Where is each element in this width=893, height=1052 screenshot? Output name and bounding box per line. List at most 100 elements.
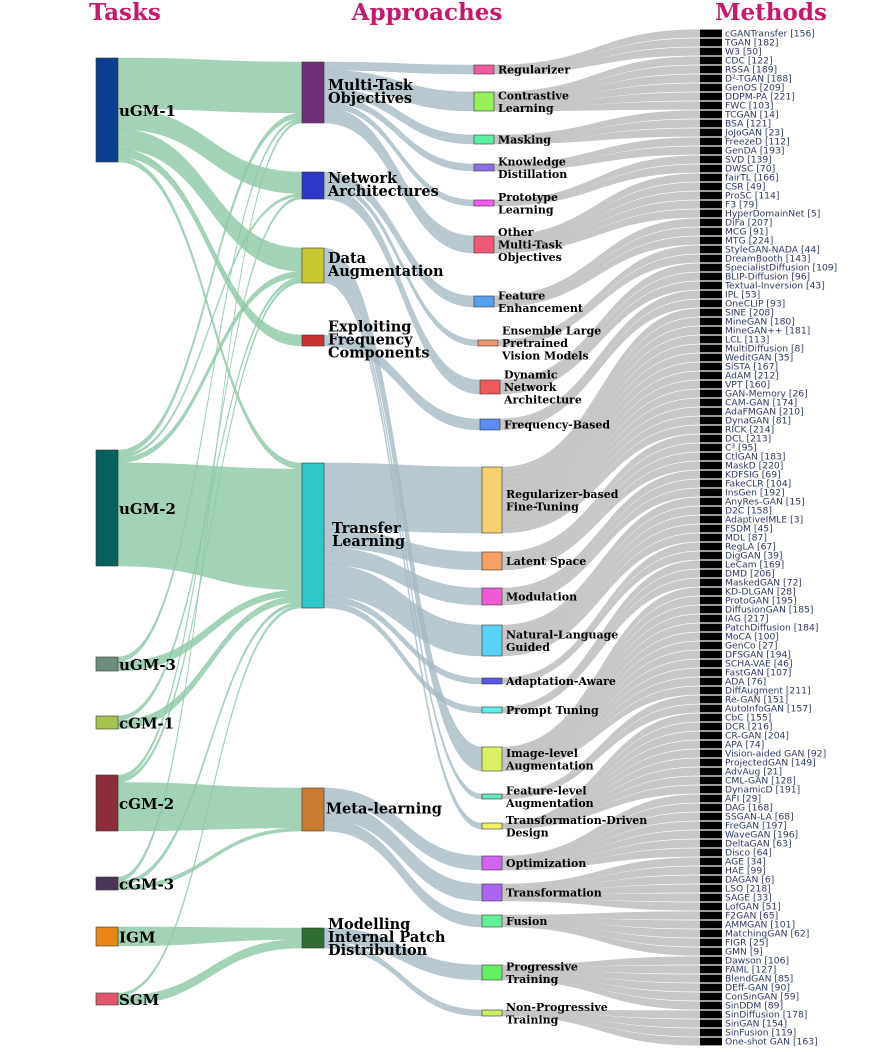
method-node-deff-gan-90 [700, 983, 722, 992]
method-node-prosc-114 [700, 191, 722, 200]
task-approach-links [117, 57, 303, 1006]
method-node-tcgan-14 [700, 110, 722, 119]
method-label-cam-gan-174: CAM-GAN [174] [725, 398, 797, 409]
task-label-ugm2: uGM-2 [119, 500, 176, 518]
method-label-cml-gan-128: CML-GAN [128] [725, 776, 796, 787]
approach-label-mipd: Internal Patch [328, 929, 446, 946]
approach-node-mto [301, 61, 325, 124]
subapproach-label-prt: Training [506, 973, 559, 986]
method-node-sindiffusion-178 [700, 1010, 722, 1019]
method-label-consingan-59: ConSinGAN [59] [725, 992, 799, 1003]
subapproach-node-reg [473, 64, 495, 75]
method-label-dwsc-70: DWSC [70] [725, 164, 775, 175]
method-node-freezed-112 [700, 137, 722, 146]
method-label-adafmgan-210: AdaFMGAN [210] [725, 407, 804, 418]
method-label-scha-vae-46: SCHA-VAE [46] [725, 659, 793, 670]
method-label-fsdm-45: FSDM [45] [725, 524, 773, 535]
method-label-lofgan-51: LofGAN [51] [725, 902, 781, 913]
method-link-projectedgan-149 [501, 758, 701, 828]
method-label-adaptiveimle-3: AdaptiveIMLE [3] [725, 515, 803, 526]
method-node-cml-gan-128 [700, 776, 722, 785]
method-label-dynamicd-191: DynamicD [191] [725, 785, 800, 796]
subapproach-label-mask: Masking [498, 134, 551, 147]
method-label-sine-208: SINE [208] [725, 308, 774, 319]
method-node-fairtl-166 [700, 173, 722, 182]
method-label-lso-218: LSO [218] [725, 884, 771, 895]
subapproach-node-fe [473, 295, 495, 308]
method-node-diffusiongan-185 [700, 605, 722, 614]
method-link-diffusiongan-185 [501, 605, 701, 754]
method-node-re-gan-151 [700, 695, 722, 704]
method-label-difa-207: DiFa [207] [725, 218, 772, 229]
subapproach-node-tra [481, 883, 503, 902]
approach-node-na [301, 171, 325, 200]
method-label-sista-167: SiSTA [167] [725, 362, 778, 373]
method-node-minegan-181 [700, 326, 722, 335]
method-link-kd-dlgan-28 [501, 587, 701, 750]
method-label-ada-76: ADA [76] [725, 677, 766, 688]
method-label-tgan-182: TGAN [182] [724, 38, 779, 49]
method-node-moca-100 [700, 632, 722, 641]
task-label-cgm2: cGM-2 [119, 795, 174, 813]
method-label-w3-50: W3 [50] [725, 47, 762, 58]
method-node-singan-154 [700, 1019, 722, 1028]
method-label-lecam-169: LeCam [169] [725, 560, 784, 571]
task-label-ugm3: uGM-3 [119, 656, 176, 674]
method-link-ammgan-101 [501, 917, 701, 929]
subapproach-label-nprt: Non-Progressive [506, 1001, 608, 1014]
subapproach-label-opt: Optimization [506, 857, 586, 870]
method-node-bsa-121 [700, 119, 722, 128]
method-label-d-tgan-188: D²-TGAN [188] [725, 74, 792, 85]
method-node-sinddm-89 [700, 1001, 722, 1010]
subapproach-node-con [473, 91, 495, 112]
method-label-dawson-106: Dawson [106] [725, 956, 789, 967]
method-label-cdc-122: CDC [122] [725, 56, 773, 67]
subapproach-label-elpvm: Pretrained [502, 337, 568, 350]
subapproach-label-elpvm: Vision Models [501, 350, 589, 363]
method-node-mdl-87 [700, 533, 722, 542]
subapproach-label-nlg: Natural-Language [506, 628, 618, 641]
task-node-cgm2 [95, 774, 119, 832]
method-node-kdfsig-69 [700, 470, 722, 479]
method-node-textual-inversion-43 [700, 281, 722, 290]
method-node-dynagan-81 [700, 416, 722, 425]
method-label-ctlgan-183: CtlGAN [183] [725, 452, 785, 463]
task-link-ugm2-mto [117, 112, 303, 456]
method-node-cdc-122 [700, 56, 722, 65]
method-label-dynagan-81: DynaGAN [81] [725, 416, 791, 427]
method-node-diggan-39 [700, 551, 722, 560]
subapproach-node-fla [481, 793, 503, 800]
method-node-sine-208 [700, 308, 722, 317]
method-label-deff-gan-90: DEff-GAN [90] [725, 983, 790, 994]
method-label-advaug-21: AdvAug [21] [725, 767, 782, 778]
method-node-patchdiffusion-184 [700, 623, 722, 632]
method-node-ddpm-pa-221 [700, 92, 722, 101]
subapproach-label-ls: Latent Space [506, 555, 586, 568]
approach-label-efc: Exploiting [328, 319, 411, 336]
subapproach-label-reg: Regularizer [498, 64, 570, 77]
method-node-blip-diffusion-96 [700, 272, 722, 281]
subapproach-label-pt: Prompt Tuning [506, 704, 599, 717]
method-node-consingan-59 [700, 992, 722, 1001]
method-label-stylegan-nada-44: StyleGAN-NADA [44] [725, 245, 820, 256]
method-node-gmn-9 [700, 947, 722, 956]
subapproach-label-ila: Image-level [506, 747, 578, 760]
subapproach-label-fb: Frequency-Based [504, 419, 610, 432]
method-label-re-gan-151: Re-GAN [151] [725, 695, 788, 706]
subapproach-label-prt: Progressive [506, 960, 578, 973]
method-label-sinfusion-119: SinFusion [119] [725, 1028, 796, 1039]
subapproach-node-fus [481, 914, 503, 928]
method-link-sindiffusion-178 [501, 1009, 701, 1019]
subapproach-label-fe: Enhancement [498, 302, 584, 315]
subapproach-node-nlg [481, 624, 503, 657]
subapproach-label-nprt: Training [506, 1013, 559, 1026]
method-link-regla-67 [501, 542, 701, 682]
method-node-dfsgan-194 [700, 650, 722, 659]
method-label-genos-209: GenOS [209] [725, 83, 784, 94]
method-node-svd-139 [700, 155, 722, 164]
subapproach-label-nlg: Guided [506, 641, 550, 654]
method-label-singan-154: SinGAN [154] [725, 1019, 787, 1030]
method-label-prosc-114: ProSC [114] [725, 191, 779, 202]
method-link-dmd-206 [501, 569, 701, 712]
subapproach-node-tdd [481, 822, 503, 830]
